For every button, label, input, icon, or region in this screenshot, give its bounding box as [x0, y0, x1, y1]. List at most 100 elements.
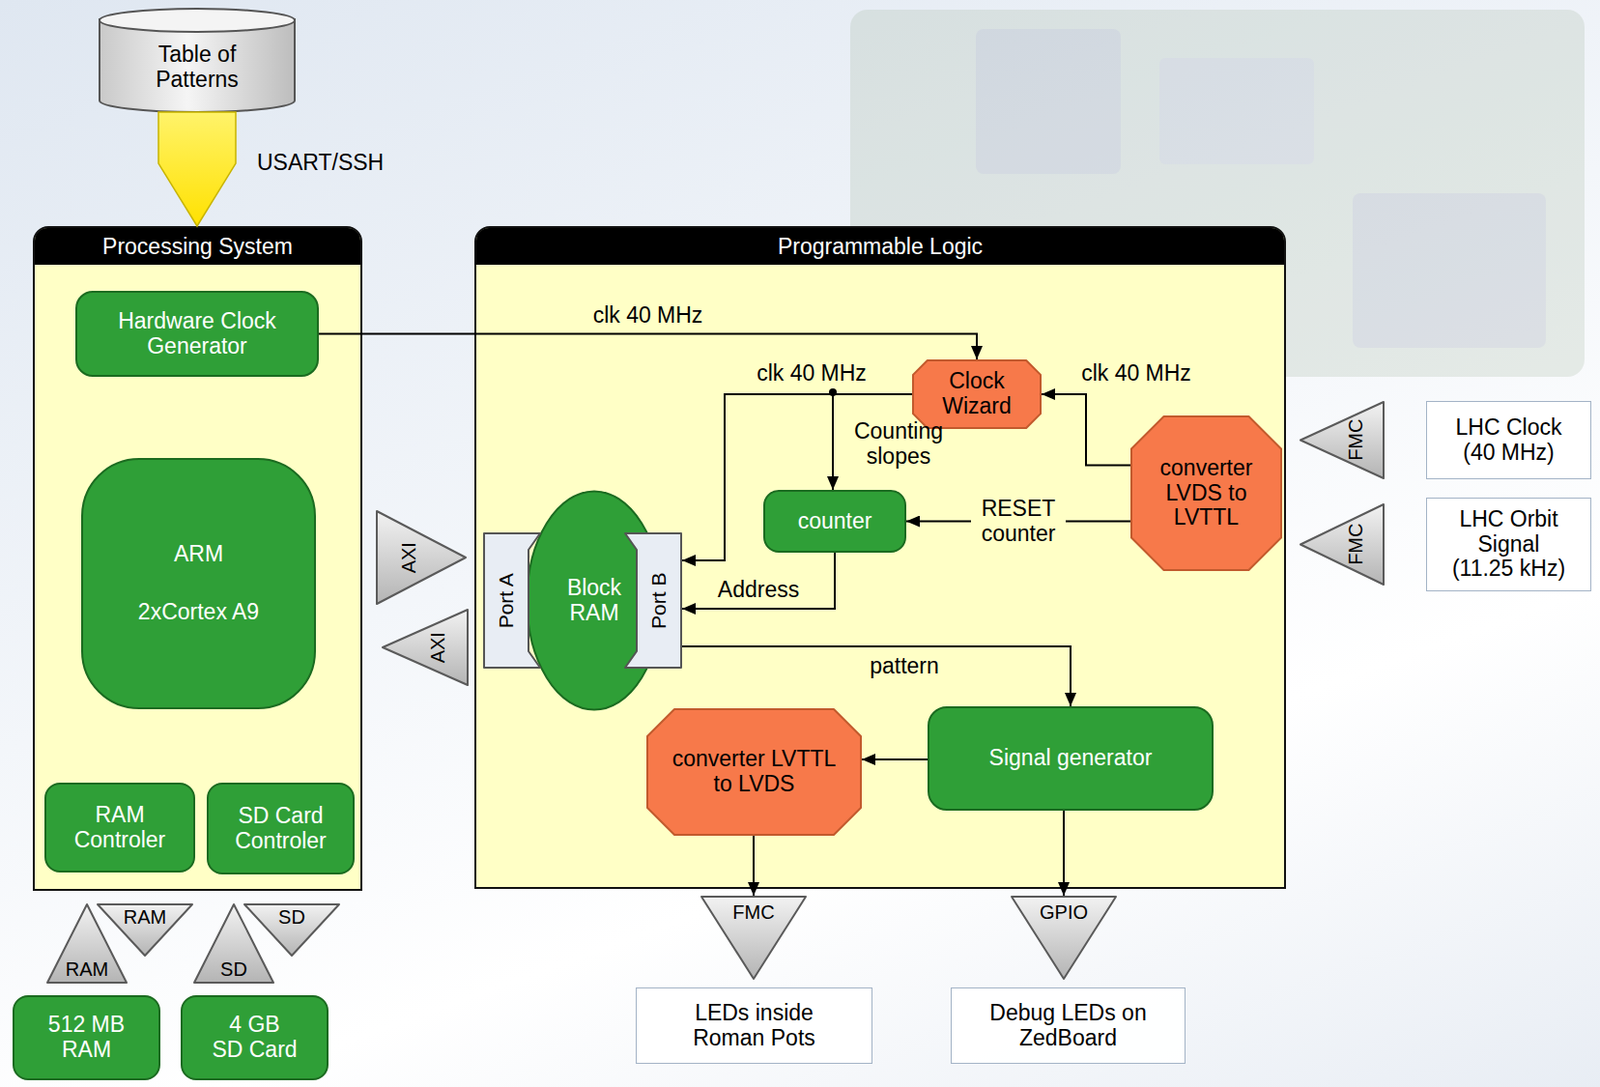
node-label: RAM — [65, 958, 109, 980]
shape-outline — [913, 360, 1041, 429]
shape-outline — [625, 533, 682, 668]
node-label: FMC — [1345, 523, 1368, 566]
process-box: 512 MB RAM — [12, 995, 161, 1081]
signal-arrow — [1062, 810, 1065, 896]
signal-label: USART/SSH — [257, 150, 384, 176]
process-box: RAM Controler — [44, 782, 196, 873]
junction-dot — [828, 388, 837, 397]
node-label: SD — [220, 958, 248, 980]
signal-label: clk 40 MHz — [1081, 361, 1192, 387]
signal-arrow — [682, 646, 1071, 707]
node-label: 2xCortex A9 — [138, 600, 259, 626]
node-label: LHC Orbit Signal (11.25 kHz) — [1446, 507, 1572, 582]
block-arrow — [158, 112, 236, 227]
interface-triangle: RAM — [96, 903, 194, 957]
shape-outline — [1131, 416, 1282, 571]
node-label: converter LVDS to LVTTL — [1145, 456, 1267, 531]
shape-outline — [1300, 504, 1384, 585]
node-label: AXI — [427, 631, 449, 663]
converter-octagon: converter LVTTL to LVDS — [646, 708, 862, 836]
node-label: ARM — [173, 542, 224, 568]
node-label: Debug LEDs on ZedBoard — [981, 1000, 1156, 1052]
node-label: LHC Clock (40 MHz) — [1446, 415, 1572, 466]
shape-outline-holder — [1299, 503, 1385, 586]
shape-outline-holder — [375, 510, 467, 605]
module-sketch — [975, 28, 1121, 174]
interface-triangle: AXI — [375, 510, 467, 605]
interface-triangle: FMC — [700, 895, 807, 980]
node-label: RAM Controler — [59, 802, 180, 854]
device-box: Debug LEDs on ZedBoard — [950, 987, 1186, 1064]
label-holder: RESET counter — [971, 495, 1066, 548]
interface-triangle: GPIO — [1010, 895, 1117, 980]
device-box: LHC Orbit Signal (11.25 kHz) — [1426, 497, 1592, 592]
process-box: SD Card Controler — [206, 782, 355, 875]
signal-arrow — [752, 835, 755, 896]
node-label: FMC — [1345, 419, 1368, 461]
signal-arrow — [318, 334, 977, 361]
shape-outline — [484, 533, 541, 668]
memory-port: Port B — [624, 532, 683, 669]
signal-label: Address — [717, 577, 800, 603]
interface-triangle: AXI — [381, 608, 469, 686]
node-label: SD Card Controler — [222, 803, 340, 855]
shape-outline — [382, 609, 468, 686]
node-label: Hardware Clock Generator — [90, 309, 304, 360]
device-box: LHC Clock (40 MHz) — [1426, 400, 1592, 480]
shape-outline — [376, 511, 466, 604]
label-holder: pattern — [869, 654, 940, 680]
node-label: LEDs inside Roman Pots — [682, 1000, 828, 1052]
panel-heading: Processing System — [34, 228, 361, 265]
converter-octagon: converter LVDS to LVTTL — [1130, 415, 1283, 572]
node-label: 512 MB RAM — [38, 1012, 136, 1063]
shape-outline — [97, 904, 193, 956]
node-label: RAM — [123, 906, 167, 928]
label-holder: USART/SSH — [257, 150, 384, 176]
label-holder: clk 40 MHz — [593, 303, 704, 329]
node-label: GPIO — [1039, 901, 1088, 923]
device-box: LEDs inside Roman Pots — [635, 987, 873, 1064]
shape-outline — [244, 904, 340, 956]
signal-arrow — [682, 552, 835, 609]
node-label: counter — [798, 509, 873, 535]
node-label: Table of Patterns — [139, 42, 256, 93]
process-box: 4 GB SD Card — [180, 995, 329, 1081]
memory-port: Port A — [483, 532, 542, 669]
interface-triangle: SD — [243, 903, 341, 957]
node-label: Port B — [647, 571, 671, 629]
signal-label: clk 40 MHz — [756, 361, 867, 387]
node-label: Clock Wizard — [928, 369, 1026, 420]
interface-triangle: FMC — [1299, 400, 1385, 480]
connector-sketch — [1352, 193, 1546, 348]
node-label: 4 GB SD Card — [211, 1012, 299, 1063]
database-cylinder: Table of Patterns — [98, 7, 296, 113]
shape-outline — [99, 8, 295, 32]
shape-outline — [647, 709, 861, 835]
signal-label: clk 40 MHz — [593, 303, 704, 329]
node-label: FMC — [732, 901, 774, 923]
label-holder: Counting slopes — [845, 419, 952, 470]
memory-oval: Block RAMPort APort B — [525, 489, 663, 712]
shape-outline-holder — [381, 608, 469, 686]
panel-heading: Programmable Logic — [476, 228, 1285, 265]
shape-outline — [99, 19, 295, 113]
signal-arrow — [1041, 394, 1131, 466]
label-holder: clk 40 MHz — [1081, 361, 1192, 387]
signal-label: Counting slopes — [845, 419, 952, 470]
process-box: Signal generator — [927, 706, 1214, 811]
node-label: Signal generator — [989, 745, 1153, 772]
shape-outline — [701, 896, 806, 979]
system-panel: Processing SystemHardware Clock Generato… — [32, 226, 363, 891]
node-label: Block RAM — [555, 575, 633, 627]
shape-outline — [1300, 401, 1384, 479]
node-label: converter LVTTL to LVDS — [661, 746, 847, 798]
process-box: ARM 2xCortex A9 — [81, 457, 316, 710]
signal-label: pattern — [869, 654, 940, 680]
signal-arrow — [861, 758, 928, 761]
interface-triangle: FMC — [1299, 503, 1385, 586]
process-box: counter — [763, 489, 907, 553]
label-holder: clk 40 MHz — [756, 361, 867, 387]
node-label: Port A — [494, 572, 518, 629]
node-label: AXI — [398, 542, 420, 573]
node-label: SD — [278, 906, 306, 928]
